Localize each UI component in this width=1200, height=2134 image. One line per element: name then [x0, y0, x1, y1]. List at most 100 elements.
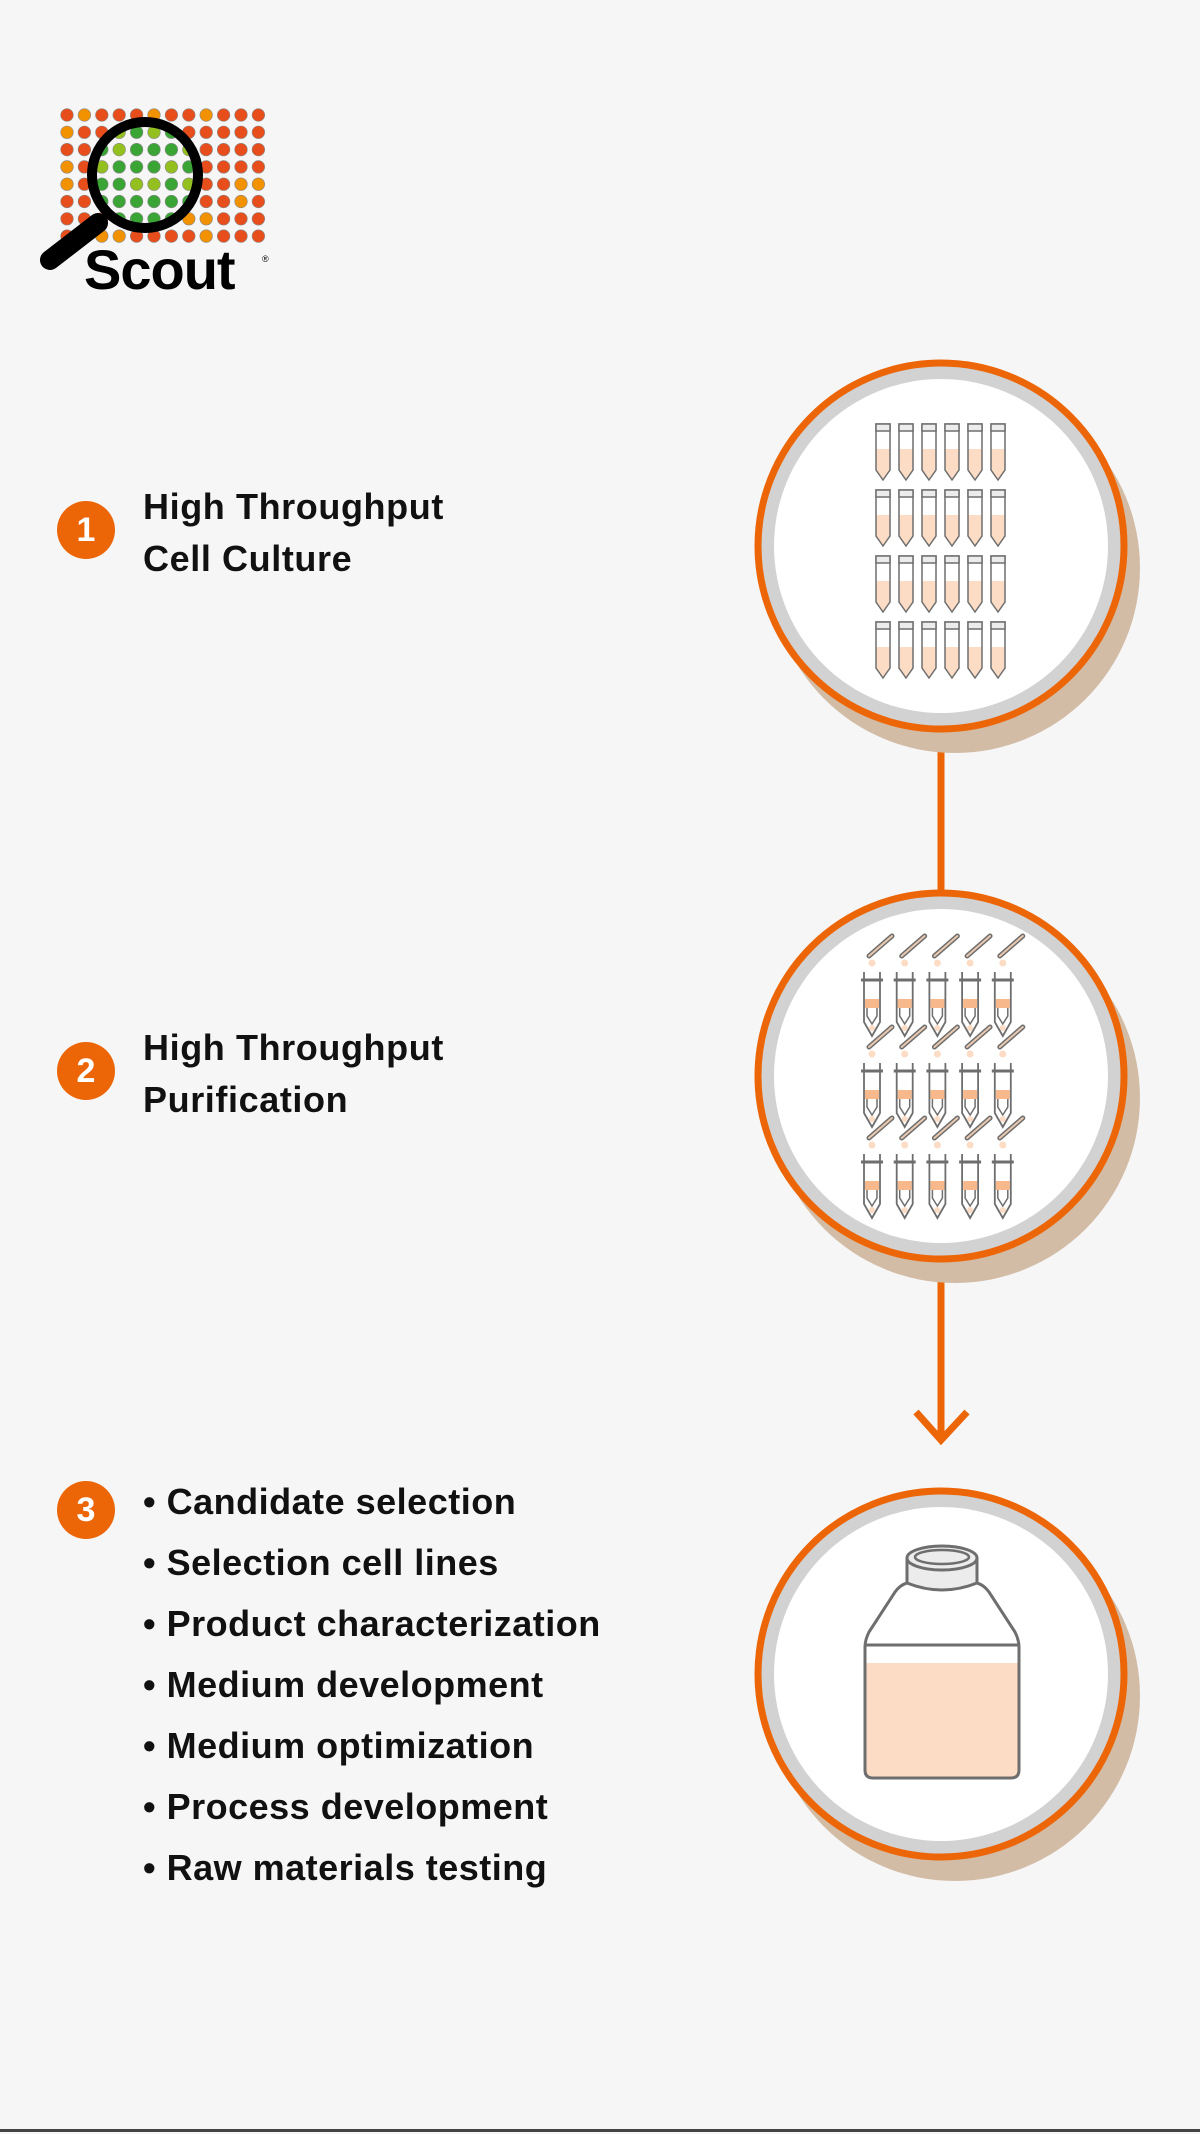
logo-dot [199, 143, 213, 157]
tube-cap [944, 423, 960, 432]
column-outline [993, 1154, 1012, 1220]
eluate-drop [934, 1116, 941, 1122]
logo-dot [251, 108, 265, 122]
pipette-fill [966, 935, 992, 957]
tube-cap [875, 489, 891, 498]
column-outline [961, 1063, 979, 1129]
logo-dot [217, 212, 231, 226]
arrow-down-icon [913, 1409, 970, 1446]
logo-dot [95, 108, 109, 122]
purification-circle [754, 889, 1140, 1283]
column-inner [931, 1099, 944, 1117]
logo-dot [147, 177, 161, 191]
logo-dot [217, 229, 231, 243]
column-resin [995, 999, 1010, 1008]
purification-column-icon [926, 933, 960, 1038]
tube-liquid [922, 647, 936, 678]
tube-cap [875, 423, 891, 432]
tube-liquid [945, 581, 959, 612]
tube-liquid [922, 449, 936, 480]
step-2-title: High Throughput Purification [143, 1022, 444, 1126]
pipette-fill [900, 935, 926, 957]
column-outline [928, 1154, 947, 1220]
logo-dot [251, 177, 265, 191]
purification-column-icon [861, 1115, 895, 1220]
culture-tube-icon [875, 621, 891, 680]
drop-icon [933, 959, 941, 967]
tube-cap [967, 489, 983, 498]
culture-tube-icon [944, 555, 960, 614]
pipette-fill [966, 1026, 992, 1048]
pipette-fill [868, 935, 893, 957]
logo-dot [112, 160, 126, 174]
column-resin [995, 1181, 1010, 1190]
logo-dot [147, 143, 161, 157]
tube-cap [967, 423, 983, 432]
logo-dot [234, 160, 248, 174]
column-outline [863, 972, 881, 1038]
culture-tube-icon [875, 489, 891, 548]
culture-tube-icon [990, 621, 1006, 680]
column-inner [866, 1099, 878, 1117]
column-outline [895, 972, 914, 1038]
step-1-title-line2: Cell Culture [143, 538, 353, 579]
tube-liquid [968, 581, 982, 612]
eluate-drop [901, 1025, 908, 1031]
tube-cap [990, 423, 1006, 432]
column-resin [963, 999, 978, 1008]
bottom-divider [0, 2129, 1200, 2132]
column-inner [997, 1190, 1009, 1208]
culture-tube-icon [898, 489, 914, 548]
culture-tube-icon [921, 489, 937, 548]
logo-dot [251, 160, 265, 174]
logo-dot [199, 212, 213, 226]
step-2-badge: 2 [57, 1042, 115, 1100]
logo-dot [251, 125, 265, 139]
logo-dot [112, 143, 126, 157]
pipette-fill [868, 1117, 893, 1139]
tube-liquid [876, 449, 890, 480]
drop-icon [901, 1141, 909, 1149]
purification-column-icon [861, 933, 895, 1038]
purification-column-icon [861, 1024, 895, 1129]
culture-tube-icon [944, 489, 960, 548]
pipette-fill [933, 1117, 959, 1139]
column-outline [895, 1154, 914, 1220]
column-inner [964, 1190, 976, 1208]
bottle-liquid [866, 1663, 1019, 1778]
tube-liquid [922, 581, 936, 612]
column-resin [897, 1181, 912, 1190]
eluate-drop [967, 1025, 974, 1031]
culture-tube-icon [944, 621, 960, 680]
logo-dot [234, 194, 248, 209]
eluate-drop [869, 1207, 875, 1213]
tube-cap [875, 555, 891, 564]
drop-icon [868, 1050, 876, 1058]
drop-icon [966, 959, 974, 967]
purification-column-icon [991, 1024, 1026, 1129]
culture-tube-icon [921, 423, 937, 482]
logo-dot [60, 212, 74, 226]
column-resin [865, 1090, 879, 1099]
tube-cap [875, 621, 891, 630]
column-inner [997, 1099, 1009, 1117]
list-item: Medium development [143, 1654, 601, 1715]
eluate-drop [901, 1116, 908, 1122]
tube-liquid [991, 581, 1005, 612]
eluate-drop [869, 1116, 875, 1122]
step-3-badge: 3 [57, 1481, 115, 1539]
column-resin [995, 1090, 1010, 1099]
tube-liquid [876, 515, 890, 546]
column-resin [865, 1181, 879, 1190]
column-inner [964, 1008, 976, 1026]
tube-liquid [899, 515, 913, 546]
culture-tube-icon [990, 423, 1006, 482]
step-1-badge: 1 [57, 501, 115, 559]
culture-tube-icon [990, 555, 1006, 614]
column-inner [898, 1190, 911, 1208]
purification-column-icon [959, 1115, 993, 1220]
logo-dot [130, 194, 144, 209]
tube-cap [967, 621, 983, 630]
pipette-fill [900, 1117, 926, 1139]
